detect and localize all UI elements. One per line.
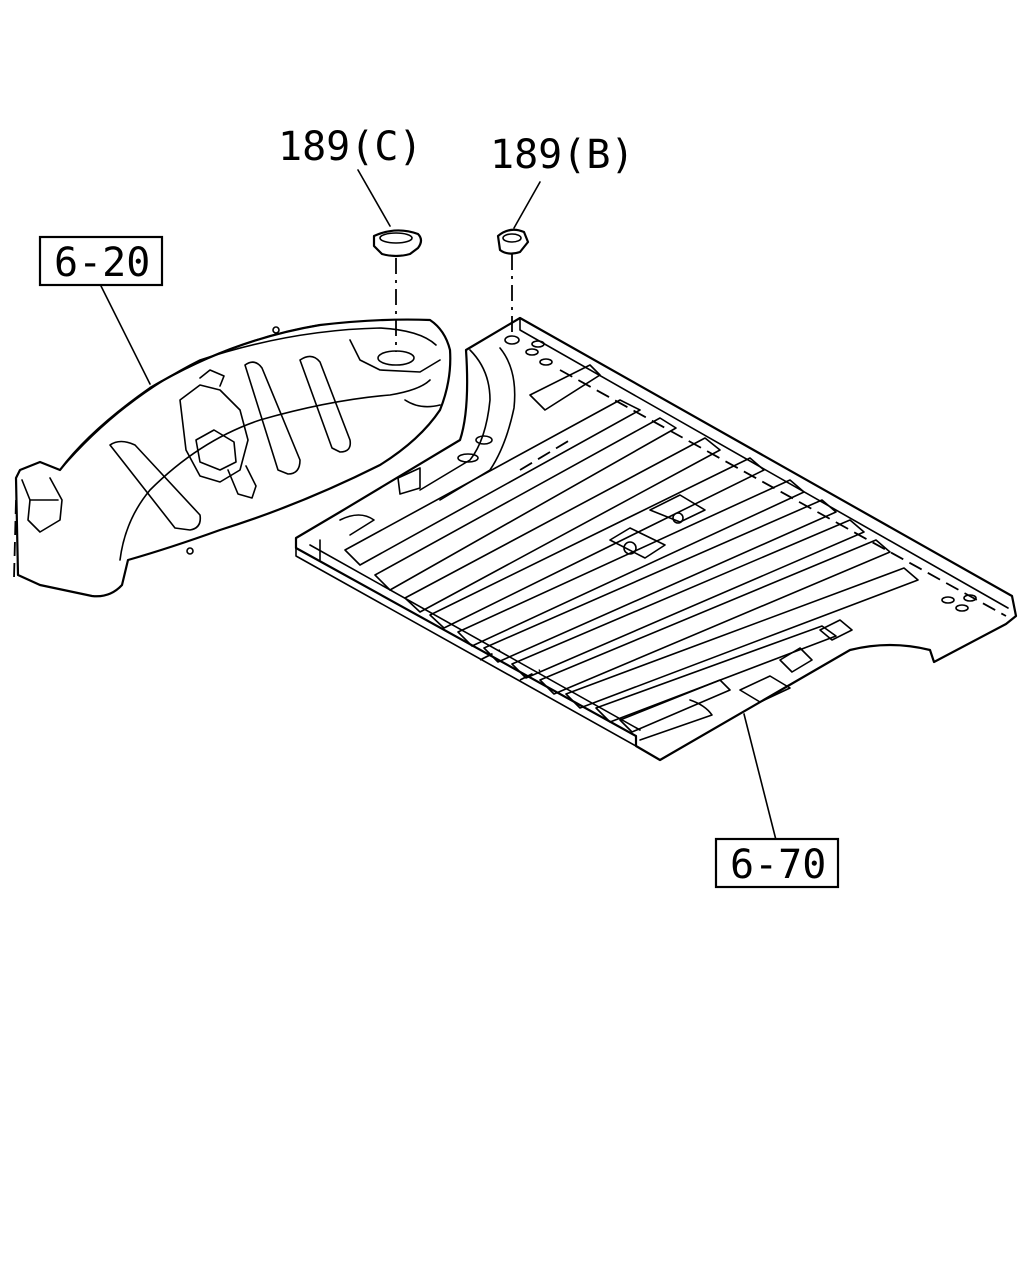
callout-189c: 189(C) bbox=[278, 124, 423, 170]
ref-box-6-20: 6-20 bbox=[38, 235, 164, 287]
ref-box-6-70: 6-70 bbox=[714, 837, 840, 889]
callout-189b: 189(B) bbox=[490, 132, 635, 178]
wheelhouse-panel bbox=[13, 318, 452, 598]
floor-panel bbox=[294, 316, 1018, 762]
grommet-189c bbox=[372, 229, 423, 258]
ref-6-20-label: 6-20 bbox=[54, 240, 150, 286]
floor-ribs bbox=[344, 364, 919, 733]
grommet-189b bbox=[496, 228, 530, 255]
ref-6-70-label: 6-70 bbox=[730, 842, 826, 888]
leader-lines bbox=[99, 169, 777, 841]
